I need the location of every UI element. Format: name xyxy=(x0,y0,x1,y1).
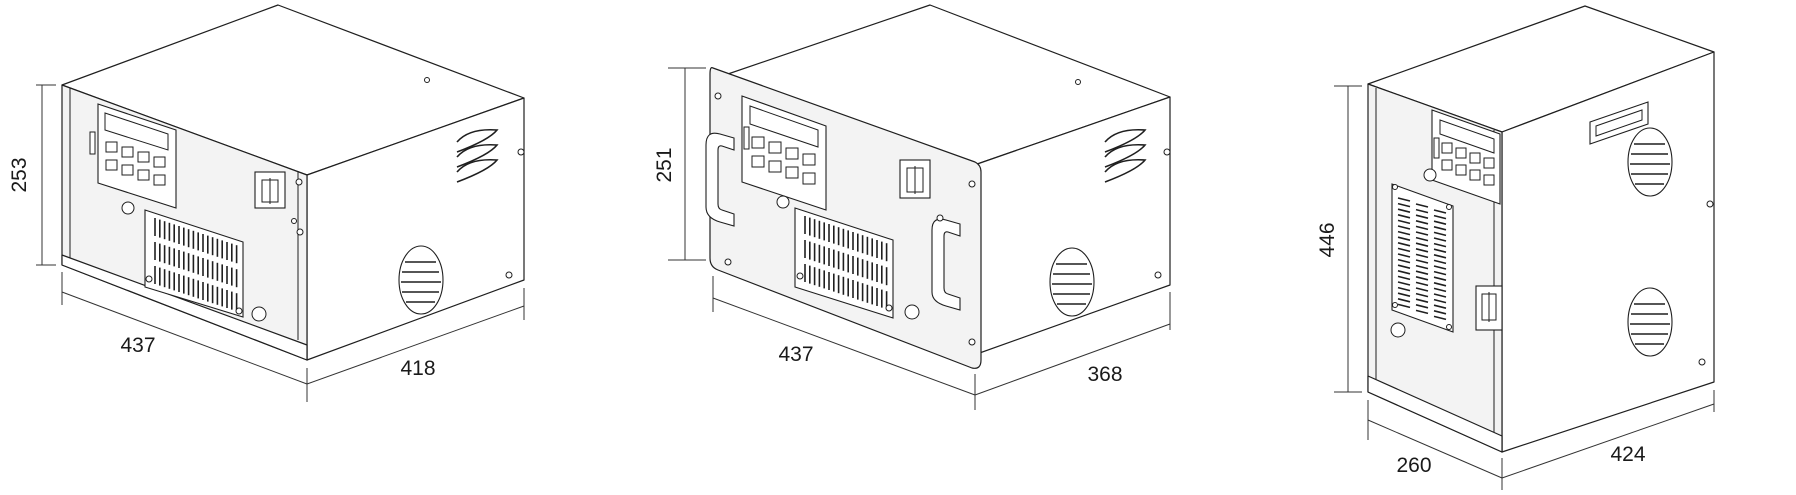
rackmount-width-label: 437 xyxy=(778,343,813,366)
vent-slot xyxy=(1415,225,1429,231)
vent-slot xyxy=(1433,315,1447,321)
vent-slot xyxy=(1415,309,1429,315)
vent-slot xyxy=(1397,242,1411,247)
vent-slot xyxy=(1397,225,1411,230)
vent-slot xyxy=(1397,214,1411,219)
vent-slot xyxy=(1397,258,1411,264)
tower-dimension-lines xyxy=(1334,85,1715,490)
vent-slot xyxy=(1415,242,1429,247)
vent-slot xyxy=(1433,254,1447,259)
vent-slot xyxy=(1433,298,1447,304)
vent-slot xyxy=(1397,219,1411,225)
vent-slot xyxy=(1433,209,1447,214)
tower-height-label: 446 xyxy=(1316,222,1339,257)
vent-slot xyxy=(1433,214,1447,220)
power-switch xyxy=(254,171,286,209)
vent-slot xyxy=(1433,265,1447,270)
vent-slot xyxy=(1397,202,1411,208)
vent-slot xyxy=(1397,253,1411,258)
vent-slot xyxy=(1433,220,1447,225)
rackmount-dimension-lines xyxy=(668,67,1171,410)
vent-slot xyxy=(1433,293,1447,298)
vent-slot xyxy=(1415,281,1429,287)
vent-slot xyxy=(1433,242,1447,248)
vent-slot xyxy=(1397,303,1411,309)
vent-slot xyxy=(1397,270,1411,275)
base-plate xyxy=(1367,375,1503,453)
vent-slot xyxy=(1415,231,1429,236)
benchtop-dimension-lines xyxy=(36,84,525,402)
rackmount-height-label: 251 xyxy=(653,147,676,182)
controller-module xyxy=(89,103,177,209)
vent-slot xyxy=(1415,214,1429,219)
vent-slot xyxy=(1415,287,1429,292)
vent-slot xyxy=(1397,247,1411,253)
vent-slot xyxy=(1415,208,1429,214)
rackmount-depth-label: 368 xyxy=(1087,363,1122,386)
vent-slot xyxy=(1397,208,1411,213)
fan-grille xyxy=(1049,247,1095,317)
benchtop-width-label: 437 xyxy=(120,334,155,357)
vent-slot xyxy=(1415,298,1429,303)
base-plate xyxy=(61,254,308,361)
vent-slot xyxy=(1397,286,1411,292)
controller-module xyxy=(1431,109,1501,205)
benchtop-depth-label: 418 xyxy=(400,357,435,380)
vent-slot xyxy=(1433,237,1447,242)
upper-fan-grille xyxy=(1627,127,1673,197)
vent-slot xyxy=(1433,259,1447,265)
side-louvers xyxy=(1104,128,1147,183)
side-handle-slot xyxy=(1589,101,1649,145)
vent-slot xyxy=(1433,276,1447,281)
vent-slot xyxy=(1433,282,1447,287)
controller-module xyxy=(741,95,827,211)
fan-grille xyxy=(398,245,444,315)
vent-slot xyxy=(1433,270,1447,276)
vent-slot xyxy=(1433,226,1447,231)
tower-depth-label: 424 xyxy=(1610,443,1645,466)
vent-slot xyxy=(1433,310,1447,315)
vent-slot xyxy=(1433,248,1447,253)
vent-slot xyxy=(1415,292,1429,298)
vent-slot xyxy=(1415,264,1429,270)
vent-slot xyxy=(1415,304,1429,309)
vent-slot xyxy=(1415,248,1429,253)
right-handle xyxy=(931,218,961,311)
vent-slot xyxy=(1415,253,1429,259)
power-switch xyxy=(1475,285,1503,331)
lower-fan-grille xyxy=(1627,287,1673,357)
tower-width-label: 260 xyxy=(1396,454,1431,477)
vent-slot xyxy=(1415,276,1429,281)
vent-slot xyxy=(1397,275,1411,281)
vent-slot xyxy=(1415,220,1429,225)
front-vent-grille xyxy=(1391,183,1454,333)
vent-slot xyxy=(1415,270,1429,275)
vent-slot xyxy=(1397,264,1411,269)
vent-slot xyxy=(1397,230,1411,236)
vent-slot xyxy=(1415,203,1429,208)
vent-slot xyxy=(1397,281,1411,286)
benchtop-height-label: 253 xyxy=(8,157,31,192)
vent-slot xyxy=(1397,298,1411,303)
benchtop-unit-view: 253 437 418 xyxy=(8,4,525,402)
vent-slot xyxy=(1433,304,1447,309)
vent-slot xyxy=(1433,231,1447,237)
side-louvers xyxy=(456,128,499,183)
front-vent-grille xyxy=(794,207,894,319)
vent-slot xyxy=(1397,197,1411,202)
tower-unit-view: 446 260 424 xyxy=(1316,5,1715,490)
vent-slot xyxy=(1397,236,1411,241)
left-handle xyxy=(705,132,735,227)
front-vent-grille xyxy=(144,209,244,318)
vent-slot xyxy=(1397,292,1411,297)
rackmount-unit-view: 251 437 368 xyxy=(653,4,1171,410)
vent-slot xyxy=(1415,259,1429,264)
vent-slot xyxy=(1415,236,1429,242)
vent-slot xyxy=(1433,287,1447,293)
power-switch xyxy=(899,159,931,199)
